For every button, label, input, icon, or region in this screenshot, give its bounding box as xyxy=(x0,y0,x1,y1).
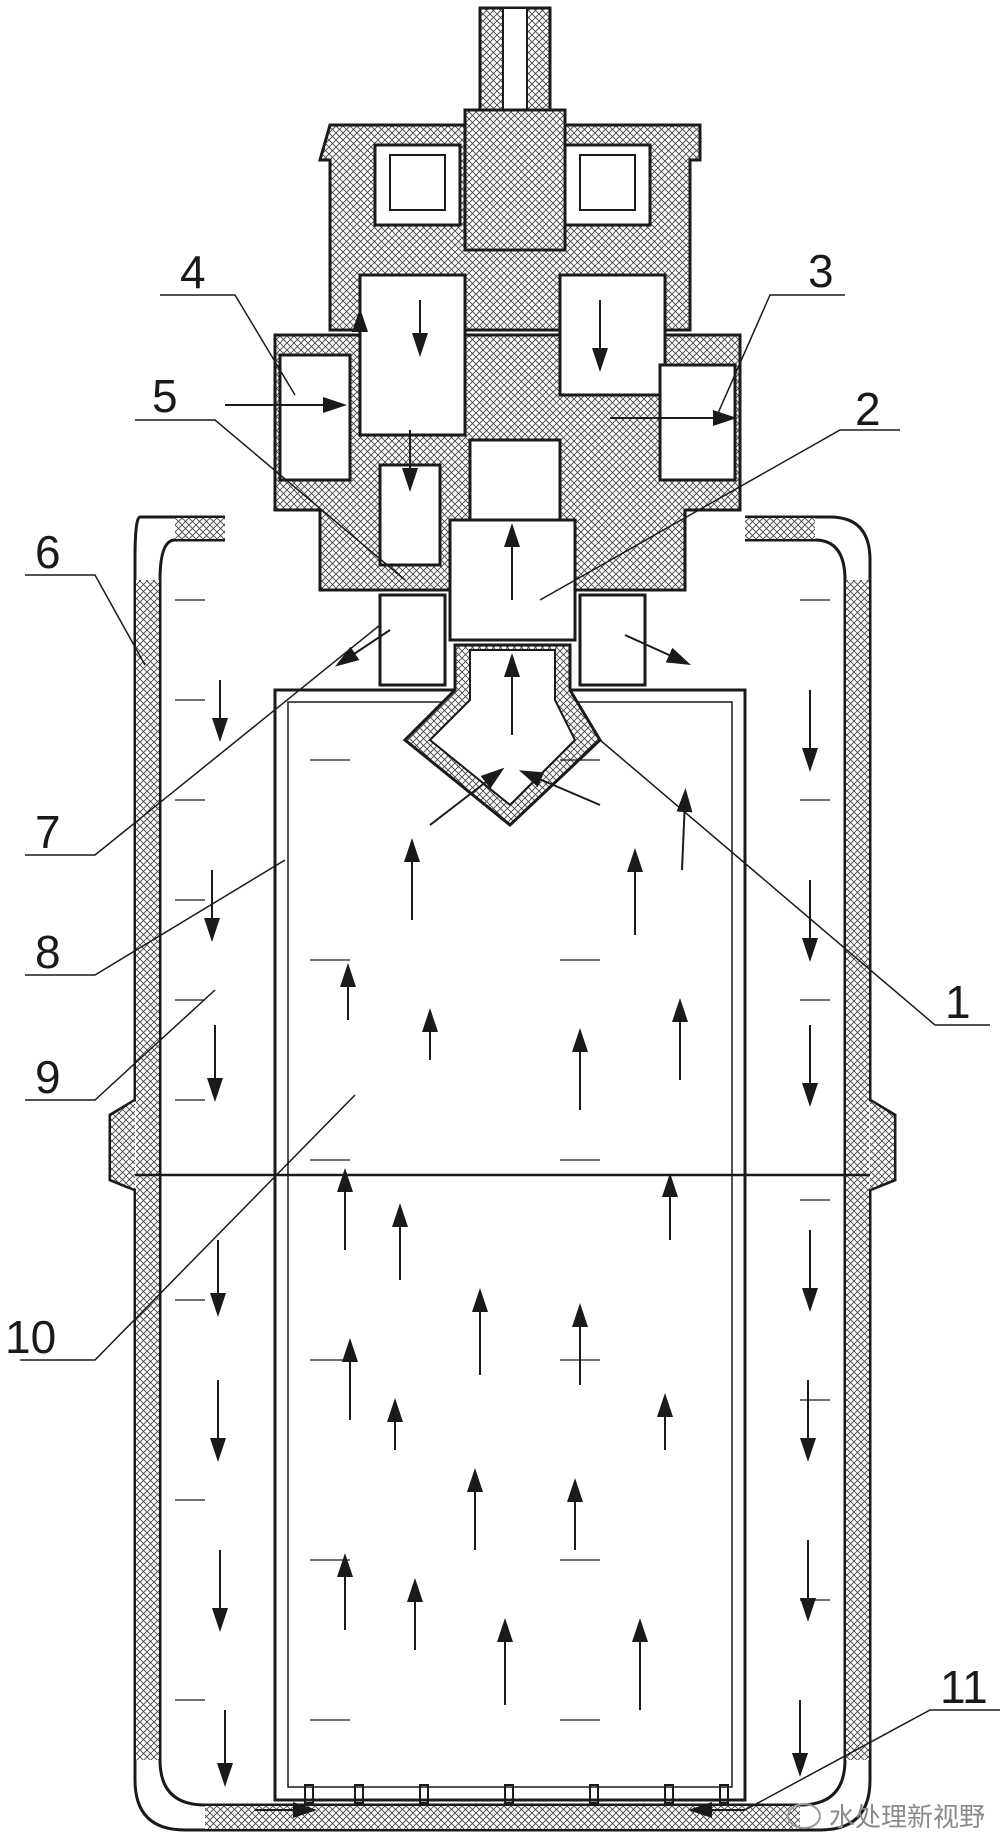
flow-arrows-annulus xyxy=(204,680,818,1818)
bottom-support-feet xyxy=(304,1784,729,1804)
callout-8: 8 xyxy=(35,926,61,978)
watermark: 水处理新视野 xyxy=(786,1797,985,1834)
callout-11: 11 xyxy=(940,1661,988,1713)
flow-arrows-head xyxy=(225,300,737,826)
outer-housing xyxy=(108,515,897,1832)
callout-4: 4 xyxy=(180,246,206,298)
callout-2: 2 xyxy=(855,383,881,435)
callout-1: 1 xyxy=(945,976,971,1028)
head-assembly xyxy=(273,6,742,827)
callout-9: 9 xyxy=(35,1051,61,1103)
leader-lines xyxy=(20,294,1000,1811)
wechat-icon xyxy=(786,1802,821,1829)
water-level-marks xyxy=(175,599,830,1721)
callout-10: 10 xyxy=(5,1311,56,1363)
flow-arrows-core xyxy=(337,788,693,1710)
callout-6: 6 xyxy=(35,526,61,578)
callout-5: 5 xyxy=(152,370,178,422)
callout-7: 7 xyxy=(35,806,61,858)
housing-wall-hatch xyxy=(111,518,894,1829)
watermark-text: 水处理新视野 xyxy=(828,1803,985,1833)
callout-3: 3 xyxy=(808,245,834,297)
